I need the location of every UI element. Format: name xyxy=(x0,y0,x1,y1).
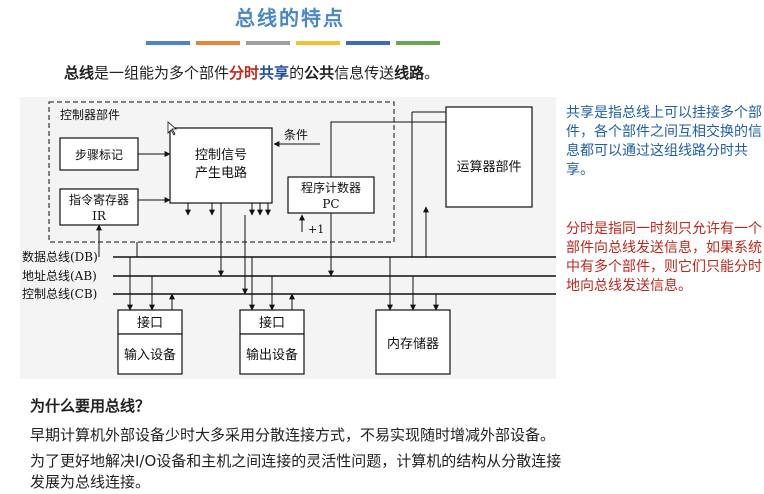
color-bar-1 xyxy=(146,41,190,45)
condition-label: 条件 xyxy=(284,128,308,142)
input-port-label: 接口 xyxy=(137,315,163,331)
alu-box xyxy=(445,106,533,208)
color-bar-4 xyxy=(296,41,340,45)
memory-label: 内存储器 xyxy=(387,336,439,352)
bus-structure-diagram: 控制器部件 步骤标记 指令寄存器 IR 控制信号 产生电路 条件 程序计数器 P… xyxy=(22,101,556,375)
pc-label-2: PC xyxy=(322,197,339,211)
address-bus-label: 地址总线(AB) xyxy=(22,269,97,283)
control-signal-generator-box xyxy=(169,127,273,204)
input-device-label: 输入设备 xyxy=(124,347,176,363)
memory-box xyxy=(375,309,451,375)
pc-increment-label: +1 xyxy=(308,223,324,236)
answer-line-3: 发展为总线连接。 xyxy=(30,473,151,491)
alu-label: 运算器部件 xyxy=(456,160,521,175)
ir-label-2: IR xyxy=(92,209,107,223)
control-generator-label-1: 控制信号 xyxy=(195,148,247,163)
data-bus-label: 数据总线(DB) xyxy=(22,249,98,264)
input-device-box xyxy=(117,333,183,375)
question-heading: 为什么要用总线？ xyxy=(30,397,151,415)
answer-line-1: 早期计算机外部设备少时大多采用分散连接方式，不易实现随时增减外部设备。 xyxy=(30,426,556,444)
control-generator-label-2: 产生电路 xyxy=(195,165,247,181)
bus-definition: 总线是一组能为多个部件分时共享的公共信息传送线路。 xyxy=(64,64,440,82)
color-bar-6 xyxy=(396,41,440,45)
note-time-sharing: 分时是指同一时刻只允许有一个部件向总线发送信息，如果系统中有多个部件，则它们只能… xyxy=(566,221,762,294)
step-marker-box xyxy=(59,137,139,171)
answer-line-2: 为了更好地解决I/O设备和主机之间连接的灵活性问题，计算机的结构从分散连接 xyxy=(30,452,562,470)
color-bar-2 xyxy=(196,41,240,45)
color-bar-5 xyxy=(346,41,390,45)
slide-title: 总线的特点 xyxy=(235,6,345,30)
control-bus-label: 控制总线(CB) xyxy=(22,287,97,301)
pc-label-1: 程序计数器 xyxy=(301,180,361,195)
controller-label: 控制器部件 xyxy=(60,107,120,122)
note-share: 共享是指总线上可以挂接多个部件，各个部件之间互相交换的信息都可以通过这组线路分时… xyxy=(566,105,762,178)
color-bar-3 xyxy=(246,41,290,45)
ir-label-1: 指令寄存器 xyxy=(69,192,129,207)
output-port-label: 接口 xyxy=(259,315,285,331)
output-device-label: 输出设备 xyxy=(246,347,298,363)
step-marker-label: 步骤标记 xyxy=(75,148,123,162)
output-device-box xyxy=(239,333,305,375)
